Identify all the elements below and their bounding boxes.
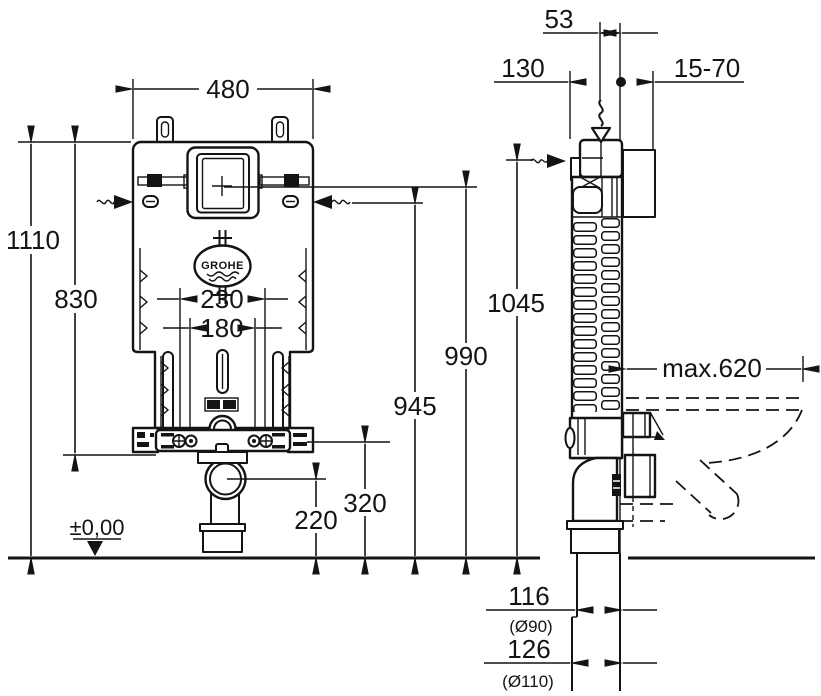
dim-53: 53 [543,4,658,37]
dim-230: 230 [157,284,288,314]
dim-945: 945 [352,186,437,575]
dim-label-1110: 1110 [6,225,60,255]
water-inlet-icon [590,99,612,144]
dim-180: 180 [163,313,282,343]
reference-arrow-right-icon [313,195,351,209]
dim-label-220: 220 [294,505,337,535]
side-valve-details [572,140,622,218]
dim-116: 116 (Ø90) [486,581,657,636]
dim-990: 990 [224,170,488,575]
mounting-tab-right [271,116,289,145]
mounting-bracket [131,426,315,456]
dim-label-320: 320 [343,488,386,518]
dim-label-126: 126 [507,634,550,664]
floor-level-symbol: ±0,00 [70,515,125,556]
supply-rod-left [137,174,188,187]
toilet-bowl-outline [620,397,803,522]
dim-label-130: 130 [501,53,544,83]
grohe-logo-text: GROHE [201,260,244,272]
bracket-screw-left [172,434,198,448]
drain-pipe-below-floor [571,553,621,691]
dim-label-15-70: 15-70 [674,53,741,83]
side-view [564,22,803,691]
dimensions-front: 480 1110 830 230 180 [6,74,488,575]
flush-pipe-stub [621,411,652,439]
dim-label-990: 990 [444,341,487,371]
reference-arrow-side-icon [530,154,566,168]
dim-1110: 1110 [6,125,131,575]
dim-max620: max.620 [608,353,820,383]
bowl-hanger-bolt [623,411,665,440]
center-guide-slot [216,349,229,394]
dim-label-53: 53 [545,4,574,34]
dim-320: 320 [307,425,390,575]
fixing-slot-left [142,195,159,208]
dim-220: 220 [227,462,338,575]
side-extension-lines [569,22,654,149]
dia-label-110: (Ø110) [502,672,554,691]
side-rib-section [573,218,620,412]
flush-plate-frame [183,146,263,220]
side-bottom-block [564,416,624,460]
drain-elbow-front [197,451,248,553]
body-edge-ribs [139,248,307,428]
support-tube-right [272,351,284,440]
floor-level-label: ±0,00 [70,515,125,540]
dimensions-side: 53 130 15-70 1045 max.6 [484,4,820,691]
fixing-center-lines [179,288,266,450]
dim-label-116: 116 [508,581,549,611]
dim-label-830: 830 [54,284,97,314]
dim-126: 126 (Ø110) [484,634,657,691]
dim-15-70: 15-70 [636,53,744,86]
type-label-plate [204,397,239,412]
plate-center-mark [212,176,232,196]
thread-sleeve [622,149,656,218]
mounting-tab-left [156,116,174,145]
dim-label-1045: 1045 [487,288,545,318]
front-view: GROHE [131,116,315,553]
dim-480: 480 [115,74,331,139]
dim-label-max620: max.620 [662,353,762,383]
dim-1045: 1045 [487,143,566,575]
reference-arrow-left-icon [96,195,133,209]
dim-label-180: 180 [200,313,243,343]
dia-label-90: (Ø90) [509,617,552,636]
bracket-screw-right [247,434,273,448]
dim-830: 830 [54,125,156,472]
grohe-logo: GROHE [193,230,252,304]
fixing-slot-right [282,195,299,208]
dim-label-230: 230 [200,284,243,314]
dim-label-480: 480 [206,74,249,104]
support-tube-left [162,351,174,440]
dim-130: 130 [494,53,587,86]
drain-elbow-side [566,456,624,554]
supply-rod-right [259,174,310,187]
dim-label-945: 945 [393,391,436,421]
wall-reference-dot [616,77,626,87]
